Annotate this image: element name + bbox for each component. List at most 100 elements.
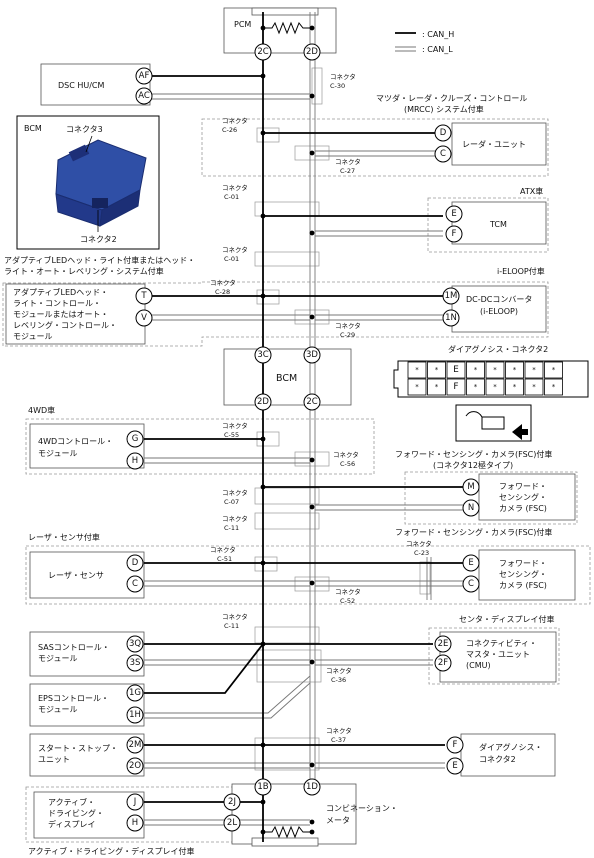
svg-text:センシング・: センシング・ — [499, 569, 547, 579]
label-c29-a: コネクタ — [335, 321, 361, 330]
heading-afl-1: アダプティブLEDヘッド・ライト付車またはヘッド・ — [4, 255, 195, 265]
laser-sensor-box — [29, 551, 145, 599]
svg-text:*: * — [415, 366, 419, 374]
junction-dots — [260, 25, 315, 835]
svg-text:3D: 3D — [306, 350, 318, 360]
eps-module-box — [29, 683, 145, 727]
svg-text:1D: 1D — [306, 782, 318, 792]
svg-text:E: E — [468, 558, 473, 568]
label-c36-b: C-36 — [331, 676, 346, 684]
label-c11a-b: C-11 — [224, 524, 239, 532]
region-laser-fsc10 — [25, 545, 591, 605]
add-label: アクティブ・ ドライビング・ ディスプレイ — [48, 797, 104, 829]
dlc2-pin-top-6: * — [505, 361, 524, 379]
label-c27-b: C-27 — [340, 167, 355, 175]
label-c29-b: C-29 — [340, 331, 355, 339]
region-add — [25, 786, 251, 843]
inset-connector2-label: コネクタ2 — [80, 235, 117, 244]
label-c07-a: コネクタ — [222, 488, 248, 497]
svg-text:*: * — [513, 383, 517, 391]
dlc2-pin-bottom-8: * — [544, 378, 563, 396]
dlc2-pin-top-5: * — [485, 361, 505, 379]
svg-text:レベリング・コントロール・: レベリング・コントロール・ — [13, 320, 117, 330]
region-4wd — [25, 418, 375, 475]
dcdc-label: DC-DCコンバータ (i-ELOOP) — [466, 295, 532, 316]
pin-afl-t: T — [135, 287, 153, 305]
svg-text:2J: 2J — [228, 797, 236, 807]
svg-text:*: * — [493, 366, 497, 374]
svg-text:1H: 1H — [129, 710, 141, 720]
svg-text:メータ: メータ — [326, 816, 350, 825]
heading-dlc2: ダイアグノシス・コネクタ2 — [448, 344, 548, 354]
svg-text:モジュール: モジュール — [13, 332, 52, 341]
heading-afl-2: ライト・オート・レベリング・システム付車 — [4, 266, 164, 276]
sas-module-box — [29, 631, 145, 677]
svg-text:DC-DCコンバータ: DC-DCコンバータ — [466, 295, 532, 304]
region-mrcc — [201, 118, 549, 177]
label-c52-b: C-52 — [340, 597, 355, 605]
eps-label: EPSコントロール・ モジュール — [38, 694, 109, 714]
svg-text:2D: 2D — [306, 47, 318, 57]
label-c27-a: コネクタ — [335, 157, 361, 166]
pin-4wd-g: G — [126, 430, 144, 448]
svg-text:コネクタ2: コネクタ2 — [479, 755, 516, 764]
dlc2-pin-bottom-7: * — [524, 378, 544, 396]
label-c28-a: コネクタ — [210, 278, 236, 287]
pin-meter-1d: 1D — [303, 778, 321, 796]
pin-eps-1h: 1H — [126, 706, 144, 724]
legend: : CAN_H : CAN_L — [422, 30, 454, 54]
heading-add: アクティブ・ドライビング・ディスプレイ付車 — [28, 846, 195, 856]
pin-dsc-af: AF — [135, 67, 153, 85]
pin-tcm-e: E — [445, 205, 463, 223]
pin-laser-c: C — [126, 575, 144, 593]
heading-laser: レーザ・センサ付車 — [28, 532, 100, 542]
svg-text:*: * — [493, 383, 497, 391]
heading-fsc12-1: フォワード・センシング・カメラ(FSC)付車 — [395, 449, 552, 459]
afl-module-box — [5, 283, 146, 345]
dlc2-pin-top-4: * — [466, 361, 485, 379]
svg-text:ディスプレイ: ディスプレイ — [48, 819, 95, 829]
svg-text:J: J — [133, 797, 137, 807]
dlc2-pin-bottom-4: * — [466, 378, 485, 396]
tcm-box — [451, 201, 547, 245]
label-c51-b: C-51 — [217, 555, 232, 563]
label-c56-a: コネクタ — [333, 450, 359, 459]
dlc2-pin-top-3: E — [446, 361, 466, 379]
svg-text:C: C — [132, 579, 138, 589]
svg-text:ユニット: ユニット — [38, 755, 70, 764]
svg-text:モジュールまたはオート・: モジュールまたはオート・ — [13, 310, 108, 319]
label-c26-a: コネクタ — [222, 116, 248, 125]
can-l-wires — [144, 12, 463, 826]
dsc-hu-cm-box — [40, 63, 151, 106]
fsc12-label: フォワード・ センシング・ カメラ (FSC) — [499, 482, 547, 513]
meter-label: コンビネーション・ メータ — [326, 804, 398, 825]
svg-text:ダイアグノシス・: ダイアグノシス・ — [479, 742, 542, 752]
svg-text:F: F — [453, 382, 458, 392]
svg-text:コンビネーション・: コンビネーション・ — [326, 804, 398, 813]
svg-text:C: C — [440, 149, 446, 159]
label-c26-b: C-26 — [222, 126, 237, 134]
svg-text:*: * — [552, 383, 556, 391]
heading-atx: ATX車 — [520, 186, 543, 196]
pin-4wd-h: H — [126, 452, 144, 470]
dlc2-pin-bottom-6: * — [505, 378, 524, 396]
inset-bcm-title: BCM — [24, 124, 42, 133]
meter-terminator-bar — [251, 837, 319, 847]
pin-cmu-2f: 2F — [434, 654, 452, 672]
svg-text:2L: 2L — [227, 818, 237, 828]
heading-fsc10: フォワード・センシング・カメラ(FSC)付車 — [395, 527, 552, 537]
pin-bcm-3c: 3C — [254, 346, 272, 364]
fsc12-box — [478, 473, 576, 521]
svg-text:ライト・コントロール・: ライト・コントロール・ — [13, 299, 101, 308]
region-center-display — [428, 627, 560, 685]
start-stop-label: スタート・ストップ・ ユニット — [38, 744, 118, 764]
bcm-box — [223, 348, 352, 406]
meter-terminating-resistor — [265, 825, 310, 839]
region-afl-eloop — [2, 281, 549, 347]
pin-dcdc-1n: 1N — [442, 309, 460, 327]
label-c01a-b: C-01 — [224, 193, 239, 201]
svg-text:E: E — [453, 365, 459, 375]
4wd-module-box — [29, 423, 145, 469]
dlc2-pin-bottom-1: * — [407, 378, 427, 396]
laser-label: レーザ・センサ — [48, 571, 104, 580]
